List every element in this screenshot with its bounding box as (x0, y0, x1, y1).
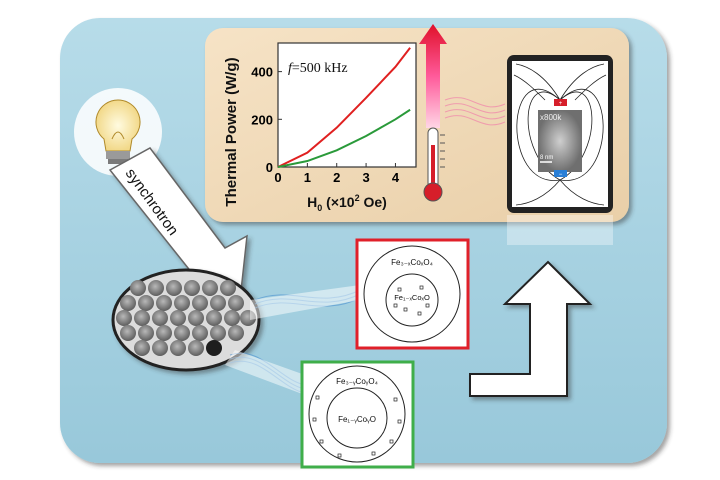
nanoparticle (192, 295, 208, 311)
red-outer-formula: Fe₃₋ₓCoₓO₄ (391, 258, 433, 267)
nanoparticle (138, 295, 154, 311)
graph-panel: 0 1 2 3 4 0 200 400 f=500 kHz Thermal Power (W… (205, 24, 629, 245)
nanoparticle (116, 310, 132, 326)
synchrotron-arrow: synchrotron (108, 147, 248, 301)
nanoparticle (170, 340, 186, 356)
scalebar-label: 8 nm (540, 155, 553, 161)
nanoparticle (170, 310, 186, 326)
nanoparticle (210, 295, 226, 311)
nanoparticle (188, 310, 204, 326)
nanoparticle (138, 325, 154, 341)
nanoparticle (174, 295, 190, 311)
nanoparticle (134, 340, 150, 356)
nanoparticle (206, 310, 222, 326)
light-beam-lower (225, 350, 305, 395)
series-line-2 (277, 108, 411, 168)
nanoparticle (166, 280, 182, 296)
series-line-1 (277, 47, 411, 168)
nanoparticle (174, 325, 190, 341)
nanoparticle (156, 325, 172, 341)
nanoparticle (224, 310, 240, 326)
nanoparticle (130, 280, 146, 296)
lightbulb-icon (74, 88, 162, 176)
green-inner-formula: Fe₁₋ᵧCoᵧO (338, 415, 376, 424)
y-tick-label: 400 (251, 65, 273, 80)
return-arrow (469, 260, 593, 397)
nanoparticle (152, 310, 168, 326)
x-tick-labels: 0 1 2 3 4 (274, 163, 400, 185)
light-beam (250, 285, 360, 320)
red-inner-formula: Fe₁₋ₓCoₓO (394, 293, 430, 302)
y-tick-label: 0 (266, 160, 273, 175)
nanoparticle (202, 280, 218, 296)
heat-waves (444, 97, 506, 126)
nanoparticle (210, 325, 226, 341)
svg-text:+: + (559, 101, 563, 107)
nanoparticle (188, 340, 204, 356)
thermometer-icon (419, 24, 447, 202)
nanoparticle (156, 295, 172, 311)
nanoparticle (120, 295, 136, 311)
y-axis-label: Thermal Power (W/g) (223, 57, 240, 206)
nanoparticle (192, 325, 208, 341)
nanoparticle (220, 280, 236, 296)
x-tick-label: 2 (333, 170, 340, 185)
green-core-shell-box: Fe₃₋ᵧCoᵧO₄ Fe₁₋ᵧCoᵧO (300, 360, 415, 469)
nanoparticle (148, 280, 164, 296)
y-tick-labels: 0 200 400 (251, 65, 282, 175)
nanoparticle (152, 340, 168, 356)
nanoparticle-image (111, 268, 261, 372)
frequency-label: f=500 kHz (288, 61, 348, 76)
tablet-device: + − x800k 8 nm (507, 55, 613, 245)
nanoparticle (184, 280, 200, 296)
x-tick-label: 3 (362, 170, 369, 185)
magnification-label: x800k (540, 113, 562, 122)
svg-text:−: − (559, 172, 563, 178)
y-tick-label: 200 (251, 112, 273, 127)
x-axis-label: H0 (×102 Oe) (307, 193, 387, 213)
chart-series (277, 47, 411, 168)
nanoparticle (228, 325, 244, 341)
nanoparticle (206, 340, 222, 356)
red-core-shell-box: Fe₃₋ₓCoₓO₄ Fe₁₋ₓCoₓO (355, 238, 470, 350)
nanoparticle (228, 295, 244, 311)
x-tick-label: 0 (274, 170, 281, 185)
x-tick-label: 1 (304, 170, 311, 185)
nanoparticle (120, 325, 136, 341)
green-outer-formula: Fe₃₋ᵧCoᵧO₄ (336, 377, 378, 386)
nanoparticle (134, 310, 150, 326)
x-tick-label: 4 (392, 170, 400, 185)
